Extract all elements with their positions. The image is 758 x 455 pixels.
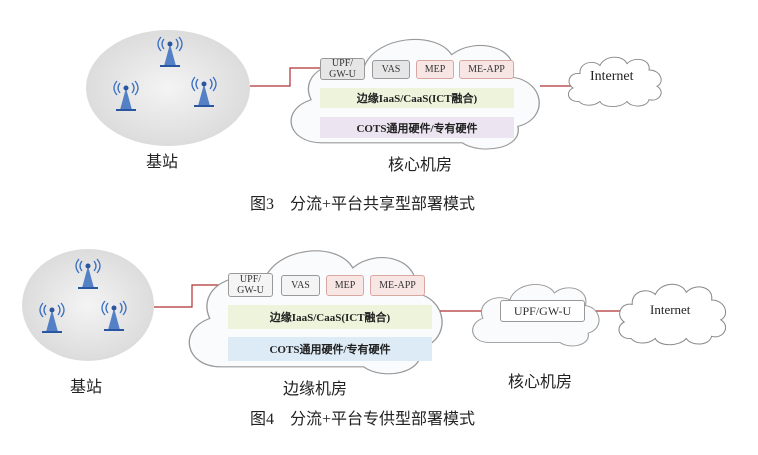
me-app-module: ME-APP [370, 275, 425, 296]
hardware-bar: COTS通用硬件/专有硬件 [320, 117, 514, 138]
vas-module: VAS [281, 275, 320, 296]
upf-gw-u-module: UPF/ GW-U [320, 58, 365, 80]
base-station-area [22, 249, 154, 361]
link-line [250, 67, 320, 87]
core-upf-gw-u-box: UPF/GW-U [500, 300, 585, 322]
base-station-label: 基站 [146, 154, 179, 171]
figure-3-caption: 图3 分流+平台共享型部署模式 [250, 196, 476, 213]
link-line [154, 284, 228, 308]
base-station-area [86, 30, 250, 146]
internet-label: Internet [590, 69, 634, 84]
core-room-label: 核心机房 [388, 157, 453, 174]
upf-gw-u-module: UPF/ GW-U [228, 273, 273, 297]
mep-module: MEP [326, 275, 364, 296]
vas-module: VAS [372, 60, 410, 79]
base-station-label: 基站 [70, 379, 103, 396]
core-room-label: 核心机房 [508, 374, 573, 391]
internet-label: Internet [650, 302, 691, 317]
mep-module: MEP [416, 60, 454, 79]
me-app-module: ME-APP [459, 60, 514, 79]
edge-room-label: 边缘机房 [283, 381, 348, 398]
hardware-bar: COTS通用硬件/专有硬件 [228, 337, 432, 361]
figure-4-caption: 图4 分流+平台专供型部署模式 [250, 411, 476, 428]
iaas-caas-bar: 边缘IaaS/CaaS(ICT融合) [228, 305, 432, 329]
iaas-caas-bar: 边缘IaaS/CaaS(ICT融合) [320, 88, 514, 108]
